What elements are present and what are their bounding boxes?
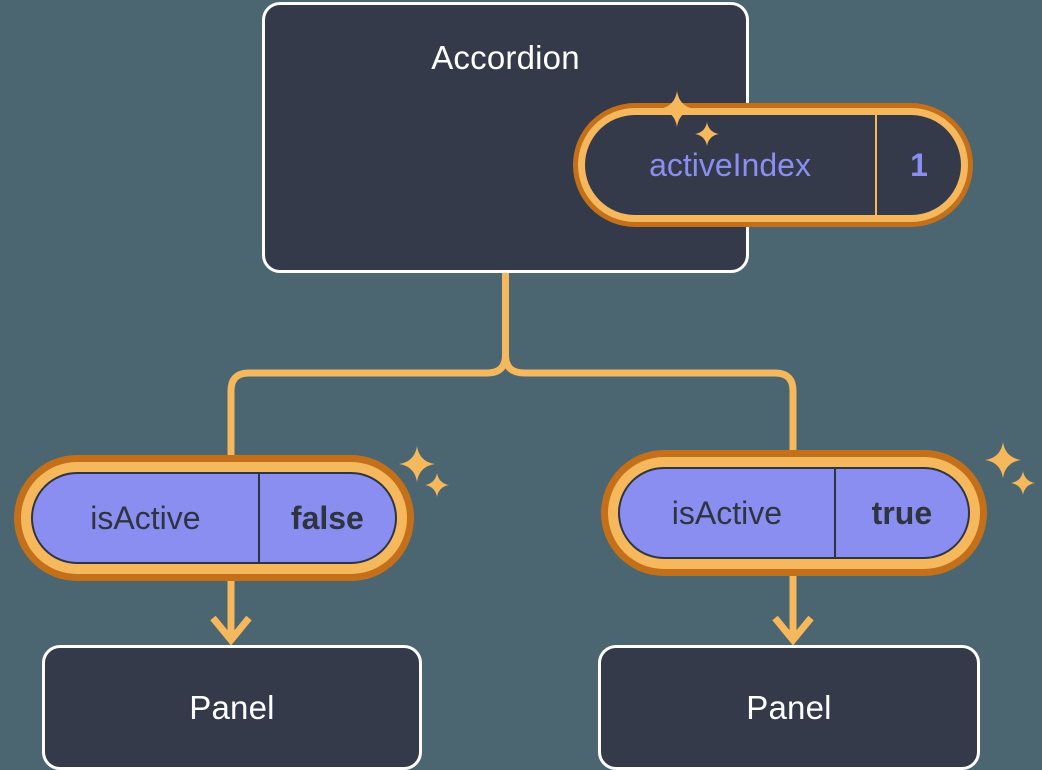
state-pill-divider — [257, 474, 260, 562]
state-value-label: true — [871, 494, 933, 531]
state-key-label: isActive — [90, 499, 201, 536]
wire-fork-right — [502, 354, 797, 455]
state-key-label: isActive — [671, 494, 782, 531]
sparkle-large-right-icon — [983, 440, 1023, 480]
state-value-label: 1 — [910, 146, 928, 183]
state-pill-divider — [875, 115, 877, 215]
state-pill-is-active-false[interactable]: isActive false — [14, 455, 414, 581]
panel-node-right[interactable]: Panel — [598, 645, 980, 770]
state-pill-active-index[interactable]: activeIndex 1 — [573, 103, 973, 227]
panel-node-right-title: Panel — [746, 689, 832, 726]
sparkle-small-right-icon — [1010, 470, 1036, 496]
arrow-head-left — [210, 615, 252, 646]
state-key-label: activeIndex — [649, 146, 811, 183]
state-pill-body: isActive false — [31, 472, 397, 564]
panel-node-left-title: Panel — [189, 689, 275, 726]
panel-node-left[interactable]: Panel — [42, 645, 422, 770]
accordion-node[interactable]: Accordion activeIndex 1 — [262, 2, 973, 273]
state-value-label: false — [290, 499, 364, 536]
wire-fork-left — [227, 354, 509, 460]
arrow-head-right — [772, 615, 814, 646]
accordion-node-title: Accordion — [431, 39, 580, 76]
state-pill-body: activeIndex 1 — [585, 115, 961, 215]
state-pill-body: isActive true — [618, 467, 970, 559]
sparkle-large-left-icon — [397, 444, 437, 484]
state-pill-is-active-true[interactable]: isActive true — [601, 450, 987, 576]
sparkle-small-left-icon — [424, 472, 450, 498]
state-pill-divider — [833, 469, 836, 557]
